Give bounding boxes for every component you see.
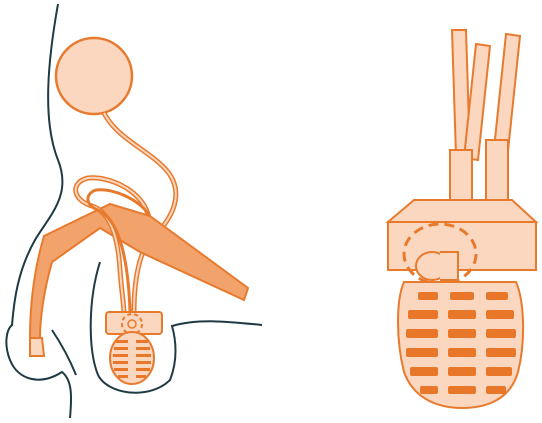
implant-in-body-view [6,4,262,418]
pump-tubes [450,30,520,212]
cylinder-tip [30,338,44,356]
pump-bulb [110,332,154,384]
pump-small [106,312,162,384]
valve-block [388,200,536,284]
pump-valve [128,320,136,328]
squeeze-bulb [398,282,523,408]
pump-closeup-view [388,30,536,408]
thigh-line [52,330,76,375]
valve-block-top [388,200,536,222]
reservoir [56,38,132,114]
release-valve-stem [440,252,458,280]
